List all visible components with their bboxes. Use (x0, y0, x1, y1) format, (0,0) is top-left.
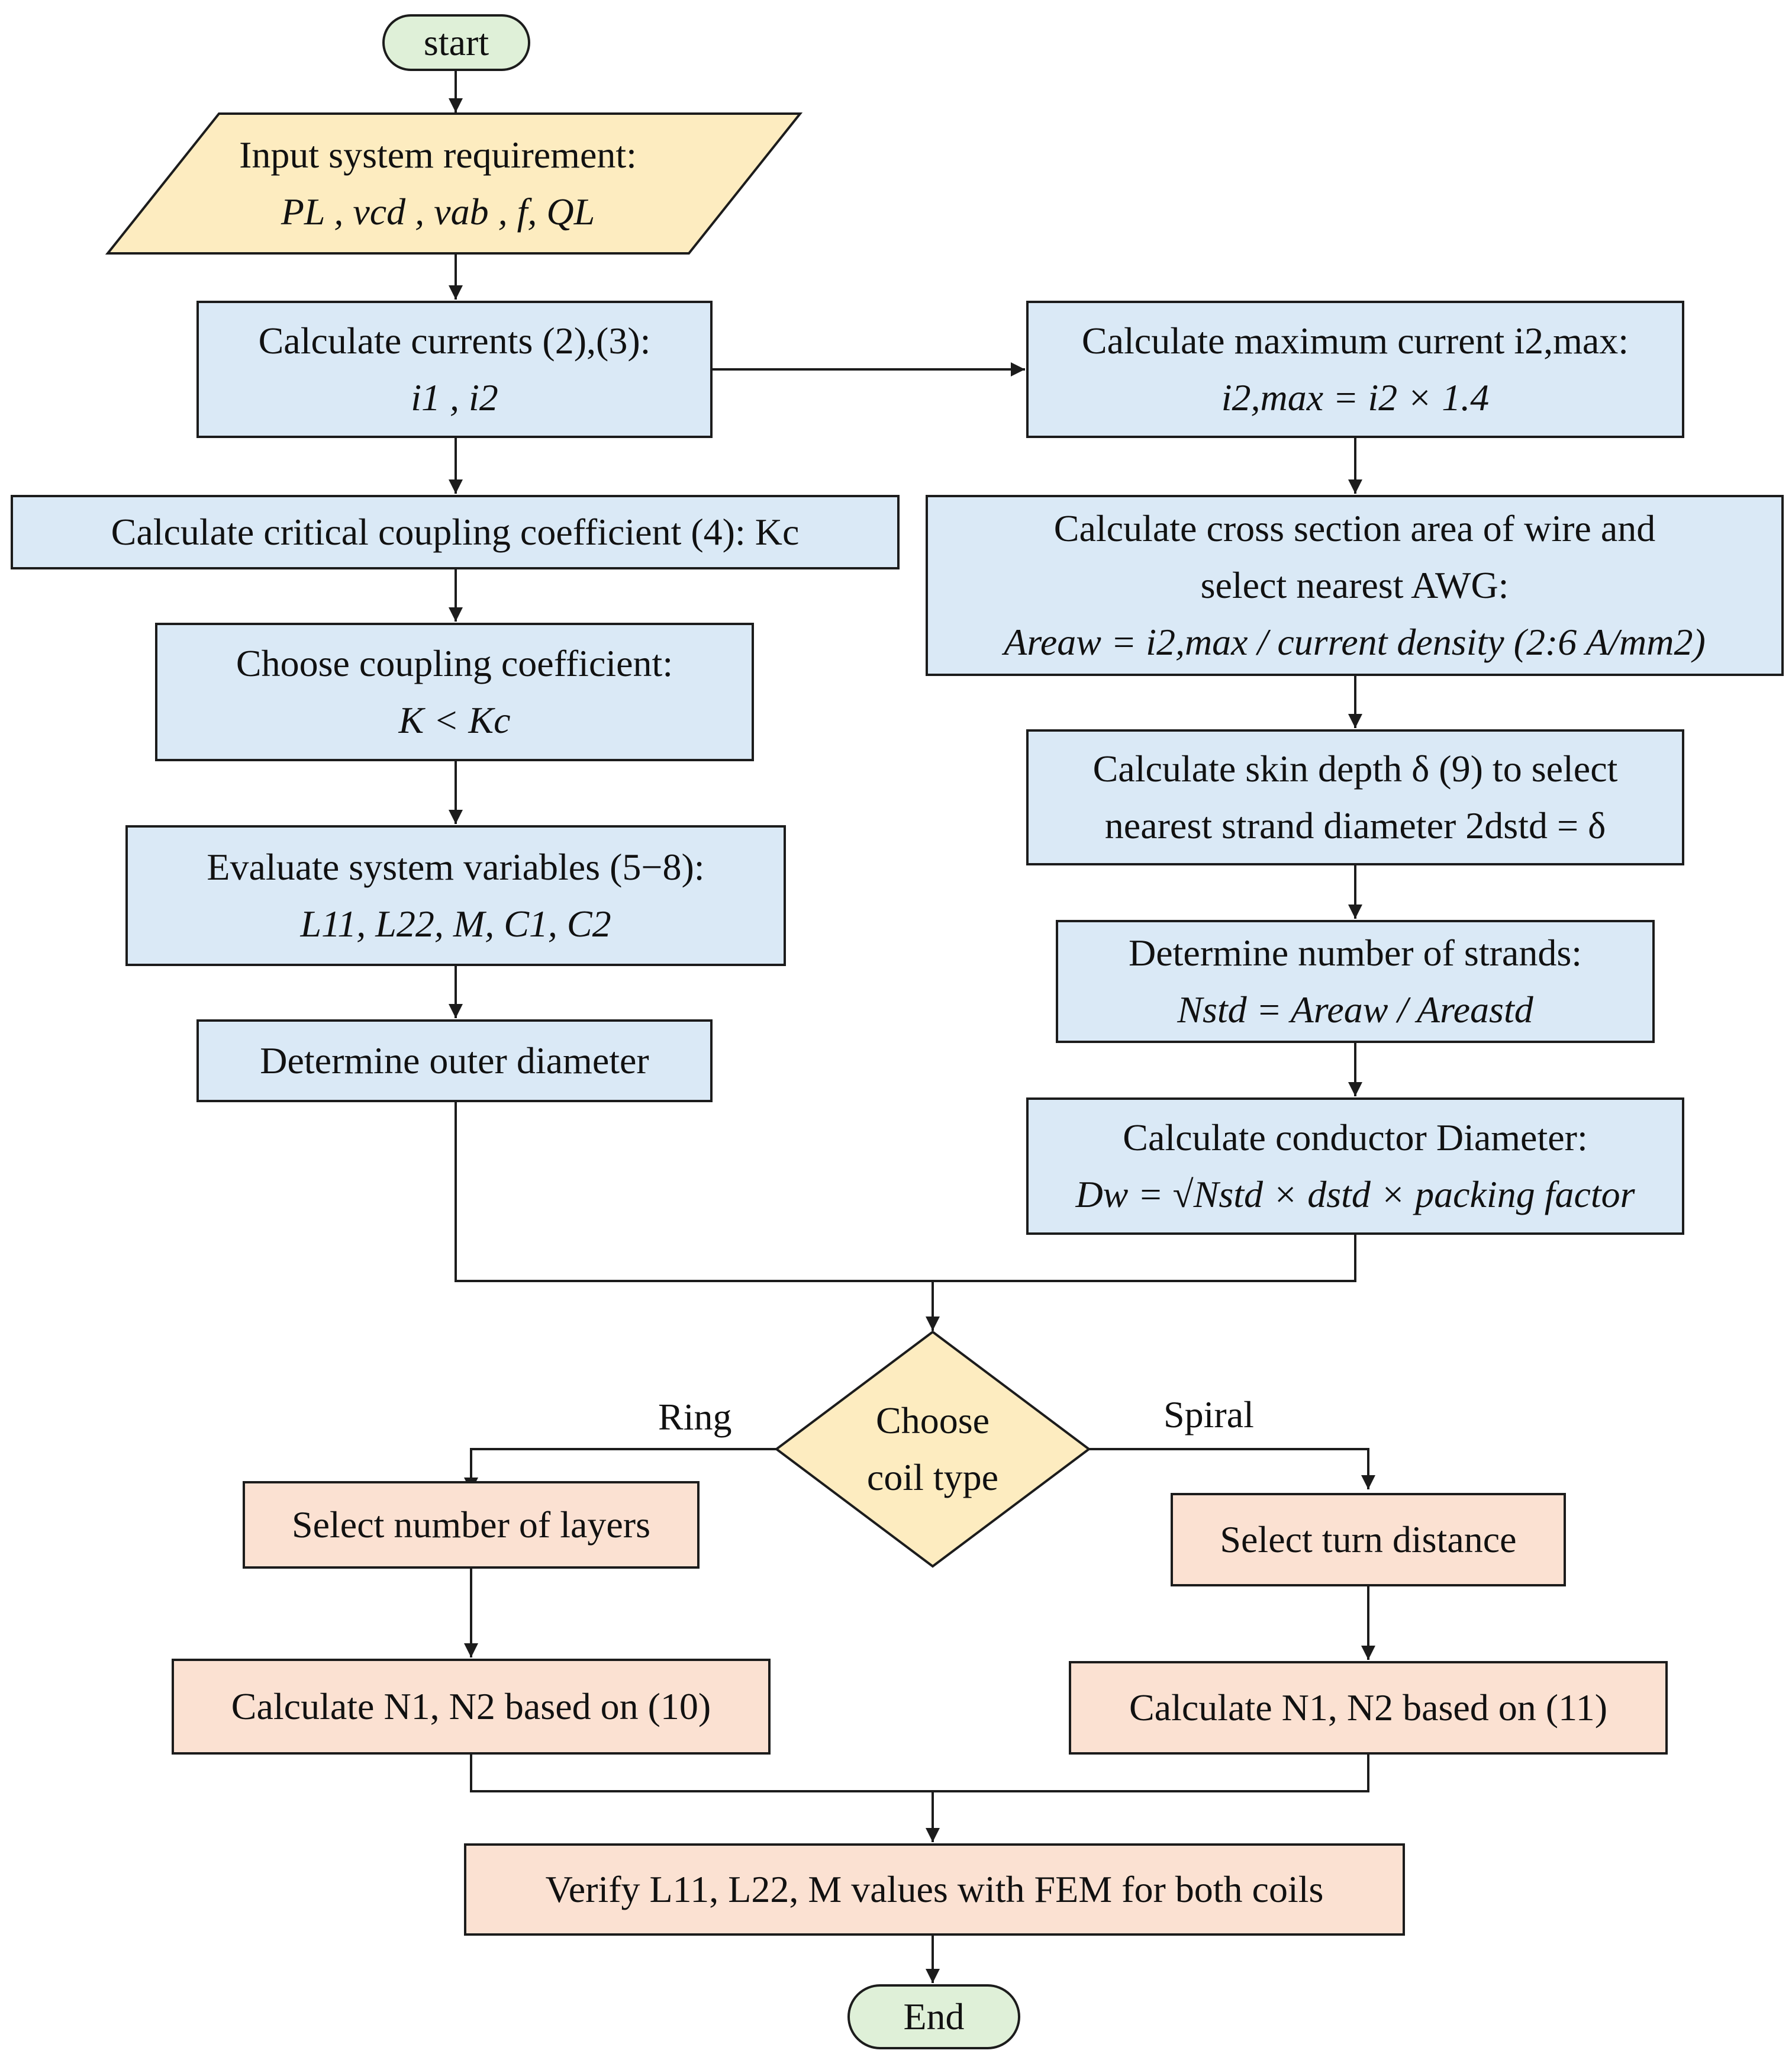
ring-turns-text: Calculate N1, N2 based on (10) (231, 1685, 711, 1727)
max-current-box: Calculate maximum current i2,max: i2,max… (1026, 301, 1684, 438)
strands-formula: Nstd = Areaw / Areastd (1177, 989, 1533, 1031)
spiral-branch-label: Spiral (1163, 1393, 1254, 1435)
end-label: End (903, 1995, 965, 2038)
input-title: Input system requirement: (239, 134, 637, 176)
end-terminal: End (847, 1984, 1020, 2049)
cross-section-box: Calculate cross section area of wire and… (926, 495, 1784, 676)
ring-turns-box: Calculate N1, N2 based on (10) (172, 1659, 771, 1755)
strands-box: Determine number of strands: Nstd = Area… (1056, 920, 1655, 1043)
max-current-formula: i2,max = i2 × 1.4 (1221, 376, 1490, 419)
connector-spiralcalc-merge (933, 1755, 1369, 1792)
skin-depth-box: Calculate skin depth δ (9) to select nea… (1026, 729, 1684, 865)
cross-section-line1: Calculate cross section area of wire and (1053, 507, 1656, 549)
verify-fem-text: Verify L11, L22, M values with FEM for b… (545, 1868, 1324, 1910)
decision-diamond (774, 1330, 1091, 1568)
currents-box: Calculate currents (2),(3): i1 , i2 (196, 301, 713, 438)
choose-coupling-title: Choose coupling coefficient: (236, 642, 673, 684)
spiral-turns-text: Calculate N1, N2 based on (11) (1129, 1686, 1608, 1729)
spiral-turns-box: Calculate N1, N2 based on (11) (1069, 1661, 1668, 1755)
cross-section-line2: select nearest AWG: (1200, 564, 1509, 606)
critical-coupling-box: Calculate critical coupling coefficient … (11, 495, 900, 569)
critical-coupling-text: Calculate critical coupling coefficient … (111, 511, 800, 553)
evaluate-variables-box: Evaluate system variables (5−8): L11, L2… (125, 825, 786, 966)
choose-coupling-formula: K < Kc (398, 699, 511, 741)
arrow-decision-ring (464, 1448, 776, 1492)
select-turn-distance-text: Select turn distance (1220, 1518, 1517, 1560)
decision-text: Choose coil type (817, 1379, 1049, 1519)
input-variables: PL , vcd , vab , f, QL (281, 191, 595, 233)
select-layers-box: Select number of layers (243, 1481, 700, 1569)
currents-title: Calculate currents (2),(3): (258, 320, 651, 362)
start-terminal: start (382, 14, 530, 71)
skin-depth-line2: nearest strand diameter 2dstd = δ (1104, 804, 1606, 846)
start-label: start (423, 21, 489, 63)
input-box: Input system requirement: PL , vcd , vab… (148, 116, 728, 251)
connector-outer-merge (455, 1102, 933, 1282)
outer-diameter-text: Determine outer diameter (260, 1039, 649, 1082)
conductor-diameter-box: Calculate conductor Diameter: Dw = √Nstd… (1026, 1097, 1684, 1235)
connector-ringcalc-merge (470, 1755, 933, 1792)
strands-title: Determine number of strands: (1129, 932, 1582, 974)
verify-fem-box: Verify L11, L22, M values with FEM for b… (464, 1843, 1405, 1936)
choose-coupling-box: Choose coupling coefficient: K < Kc (155, 623, 754, 761)
conductor-diameter-formula: Dw = √Nstd × dstd × packing factor (1075, 1173, 1635, 1215)
ring-branch-label: Ring (658, 1396, 732, 1438)
select-layers-text: Select number of layers (292, 1504, 650, 1546)
max-current-title: Calculate maximum current i2,max: (1081, 320, 1629, 362)
arrow-decision-spiral (1089, 1448, 1375, 1489)
skin-depth-line1: Calculate skin depth δ (9) to select (1092, 748, 1618, 790)
input-parallelogram (105, 112, 803, 255)
decision-line2: coil type (866, 1456, 999, 1498)
currents-formula: i1 , i2 (411, 376, 498, 419)
evaluate-variables-title: Evaluate system variables (5−8): (207, 846, 705, 888)
connector-conductor-merge (933, 1235, 1356, 1282)
evaluate-variables-formula: L11, L22, M, C1, C2 (300, 903, 611, 945)
conductor-diameter-title: Calculate conductor Diameter: (1123, 1116, 1588, 1158)
cross-section-formula: Areaw = i2,max / current density (2:6 A/… (1004, 621, 1706, 663)
decision-line1: Choose (876, 1399, 990, 1441)
select-turn-distance-box: Select turn distance (1171, 1493, 1566, 1586)
outer-diameter-box: Determine outer diameter (196, 1019, 713, 1102)
